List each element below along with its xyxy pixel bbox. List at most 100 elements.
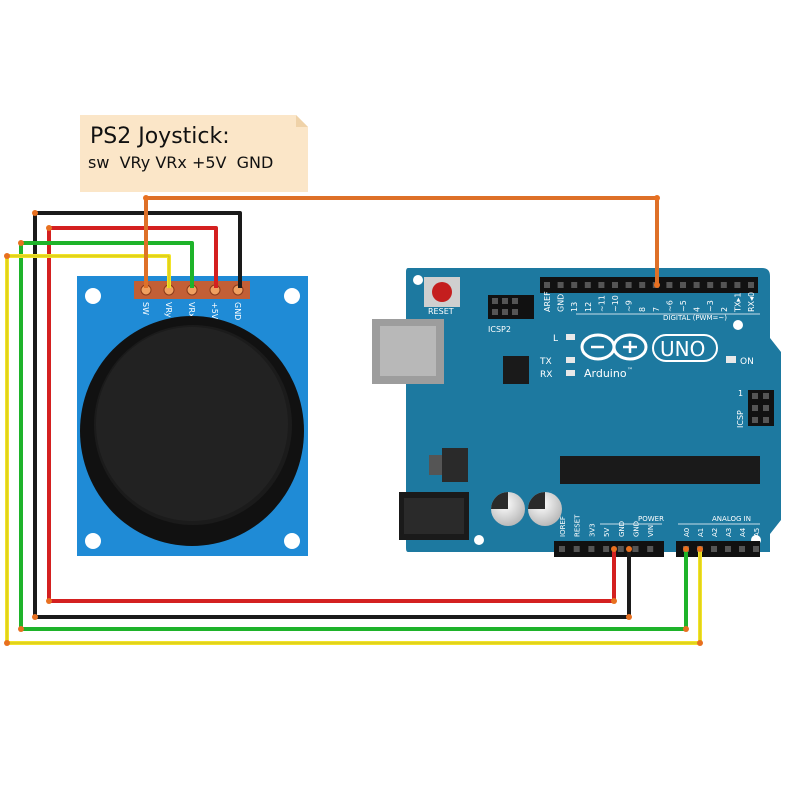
digital-pin-label: 4 xyxy=(693,307,702,312)
analog-pin-label: A0 xyxy=(683,528,691,537)
digital-pin-label: ~6 xyxy=(665,300,674,312)
digital-pin xyxy=(625,282,632,288)
digital-pin xyxy=(748,282,754,288)
power-pin-label: GND xyxy=(633,521,641,537)
voltage-regulator xyxy=(442,448,468,482)
power-pin xyxy=(603,546,610,552)
analog-pin-label: A5 xyxy=(753,528,761,537)
brand-label: Arduino xyxy=(584,367,627,380)
digital-pin-label: ~5 xyxy=(679,300,688,312)
digital-pin-label: 7 xyxy=(652,307,661,312)
analog-header xyxy=(676,541,760,557)
pin-label-gnd: GND xyxy=(233,302,242,320)
power-pin xyxy=(588,546,595,552)
digital-pin-label: 13 xyxy=(570,302,579,312)
digital-pin-label: 8 xyxy=(638,307,647,312)
analog-pin-label: A3 xyxy=(725,528,733,537)
arduino-logo xyxy=(580,333,648,361)
mount-hole xyxy=(85,288,101,304)
wire-gnd xyxy=(33,211,631,619)
digital-pin-label: AREF xyxy=(543,291,552,312)
digital-pin xyxy=(598,282,605,288)
wire-vrx xyxy=(19,241,688,631)
note-pins: sw VRy VRx +5V GND xyxy=(88,153,273,172)
digital-pin-label: GND xyxy=(557,294,566,312)
wire-sw xyxy=(144,196,659,288)
power-pin xyxy=(573,546,580,552)
digital-pin-label: 2 xyxy=(720,307,729,312)
led-tx-label: TX xyxy=(539,357,552,367)
power-pin xyxy=(617,546,624,552)
digital-pin xyxy=(557,282,564,288)
digital-pin-label: ~9 xyxy=(625,300,634,312)
icsp-pin1-label: 1 xyxy=(738,389,743,398)
analog-pin xyxy=(739,546,745,552)
note-title: PS2 Joystick: xyxy=(90,124,230,149)
wires xyxy=(5,196,702,645)
digital-pin-label: RX◂0 xyxy=(747,292,756,312)
digital-pin xyxy=(571,282,578,288)
mount-hole xyxy=(413,275,423,285)
power-label: POWER xyxy=(638,515,664,523)
usb-chip xyxy=(503,356,529,384)
joystick-module: SW VRy VRx +5V GND xyxy=(77,276,308,556)
pin-label-5v: +5V xyxy=(210,302,219,320)
digital-pin xyxy=(612,282,618,288)
digital-pin-label: ~11 xyxy=(597,295,606,312)
power-pin xyxy=(632,546,639,552)
led-on xyxy=(726,356,736,363)
led-tx xyxy=(566,357,575,363)
digital-header xyxy=(540,277,758,293)
digital-pin-label: TX▸1 xyxy=(733,293,742,313)
reset-button-cap[interactable] xyxy=(432,282,452,302)
digital-pin xyxy=(639,282,646,288)
power-pin-label: GND xyxy=(618,521,626,537)
power-pin xyxy=(647,546,654,552)
on-label: ON xyxy=(740,357,754,367)
uno-badge xyxy=(652,334,718,362)
digital-pin xyxy=(720,282,727,288)
digital-pin xyxy=(666,282,673,288)
joystick-pin-labels: SW VRy VRx +5V GND xyxy=(141,302,242,320)
analog-pin-label: A2 xyxy=(711,528,719,537)
digital-pin-label: ~3 xyxy=(706,300,715,312)
digital-pin-label: ~10 xyxy=(611,295,620,312)
atmega-chip xyxy=(560,456,760,484)
wire-endpoints xyxy=(4,195,703,646)
led-l xyxy=(566,334,575,340)
power-pin-label: RESET xyxy=(574,514,582,537)
analog-pin-label: A1 xyxy=(697,528,705,537)
digital-pin-label: 12 xyxy=(584,302,593,312)
led-rx xyxy=(566,370,575,376)
mount-hole xyxy=(284,288,300,304)
trademark: ™ xyxy=(627,367,633,374)
power-pin-label: 5V xyxy=(603,528,611,537)
mount-hole xyxy=(284,533,300,549)
wire-5v xyxy=(47,226,616,603)
analog-pin xyxy=(725,546,731,552)
digital-pin xyxy=(584,282,591,288)
pinout-note: PS2 Joystick: sw VRy VRx +5V GND xyxy=(80,115,308,192)
digital-pin xyxy=(693,282,700,288)
model-label: UNO xyxy=(660,337,705,361)
thumbstick xyxy=(80,316,304,546)
pin-label-sw: SW xyxy=(141,302,150,315)
regulator-tab xyxy=(429,455,445,475)
digital-pin xyxy=(734,282,741,288)
mount-hole xyxy=(733,320,743,330)
power-pin xyxy=(559,546,565,552)
led-l-label: L xyxy=(553,334,558,344)
digital-pin xyxy=(707,282,714,288)
mount-hole xyxy=(474,535,484,545)
mount-hole xyxy=(85,533,101,549)
power-pin-label: 3V3 xyxy=(588,523,596,537)
digital-pin xyxy=(544,282,550,288)
pin-label-vry: VRy xyxy=(164,302,173,318)
digital-label: DIGITAL (PWM=~) xyxy=(663,314,727,322)
analog-pin-label: A4 xyxy=(739,527,747,537)
analog-pin xyxy=(711,546,717,552)
power-pin-label: VIN xyxy=(647,525,655,537)
